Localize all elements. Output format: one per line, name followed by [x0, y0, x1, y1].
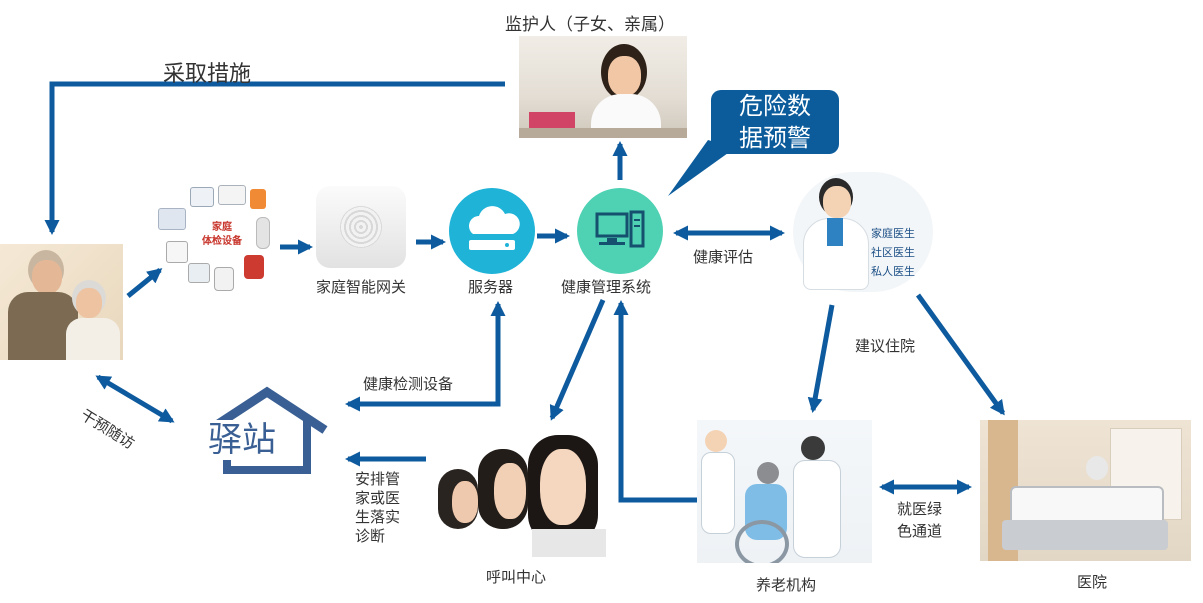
elderly-couple-photo	[0, 244, 123, 360]
hospital-label: 医院	[1077, 573, 1108, 591]
health-system-label: 健康管理系统	[561, 278, 652, 296]
device-icon	[188, 263, 210, 283]
station-label: 驿站	[206, 420, 278, 460]
device-icon	[256, 217, 270, 249]
guardian-photo	[519, 36, 687, 138]
arrange-line: 生落实	[355, 508, 401, 526]
danger-warning-bubble: 危险数 据预警	[711, 90, 839, 154]
device-icon	[166, 241, 188, 263]
computer-icon	[595, 210, 645, 248]
gateway-label: 家庭智能网关	[316, 278, 407, 296]
nursing-home-photo	[697, 420, 872, 563]
doctor-figure: 家庭医生 社区医生 私人医生	[793, 172, 933, 292]
device-icon	[214, 267, 234, 291]
green-channel-line: 色通道	[897, 522, 943, 540]
cloud-server-icon	[469, 206, 520, 250]
arrange-line: 安排管	[355, 470, 401, 488]
gateway-device	[316, 186, 406, 268]
suggest-hospital-label: 建议住院	[855, 337, 916, 355]
doctor-roles: 家庭医生 社区医生 私人医生	[871, 224, 915, 281]
hospital-photo	[980, 420, 1191, 561]
device-icon	[244, 255, 264, 279]
home-devices-title-line2: 体检设备	[202, 236, 242, 247]
danger-bubble-line1: 危险数	[739, 92, 811, 120]
arrow-intervene	[95, 374, 175, 424]
arrow-doctor-to-hospital	[915, 293, 1006, 416]
home-health-devices: 家庭 体检设备	[158, 183, 280, 295]
home-devices-title-line1: 家庭	[212, 222, 232, 233]
call-center-photo	[432, 433, 606, 557]
green-channel-label: 就医绿 色通道	[897, 498, 942, 542]
call-center-label: 呼叫中心	[486, 568, 547, 586]
arrow-take-measures	[44, 81, 505, 235]
arrange-text: 安排管 家或医 生落实 诊断	[355, 470, 400, 546]
health-devices-label: 健康检测设备	[363, 375, 454, 393]
arrow-doctor-to-nursing	[807, 304, 835, 413]
device-icon	[190, 187, 214, 207]
gateway-speaker-icon	[340, 206, 382, 248]
arrange-line: 家或医	[355, 489, 401, 507]
green-channel-line: 就医绿	[897, 500, 943, 518]
health-system-node	[577, 188, 663, 274]
device-icon	[250, 189, 266, 209]
arrow-server-to-station	[345, 301, 506, 412]
doctor-role-community: 社区医生	[871, 246, 915, 259]
arrow-nursing-to-system	[613, 300, 697, 503]
arrange-line: 诊断	[355, 527, 386, 545]
doctor-role-family: 家庭医生	[871, 227, 915, 240]
device-icon	[218, 185, 246, 205]
health-eval-label: 健康评估	[693, 248, 754, 266]
danger-bubble-line2: 据预警	[739, 124, 811, 152]
take-measures-label: 采取措施	[163, 62, 252, 87]
nursing-home-label: 养老机构	[756, 576, 817, 594]
server-node	[449, 188, 535, 274]
guardian-label: 监护人（子女、亲属）	[505, 15, 675, 35]
bubble-tail	[668, 140, 735, 196]
doctor-role-private: 私人医生	[871, 265, 915, 278]
device-icon	[158, 208, 186, 230]
server-label: 服务器	[468, 278, 514, 296]
arrow-elderly-to-devices	[126, 268, 163, 298]
arrow-system-to-callcenter	[549, 299, 606, 421]
